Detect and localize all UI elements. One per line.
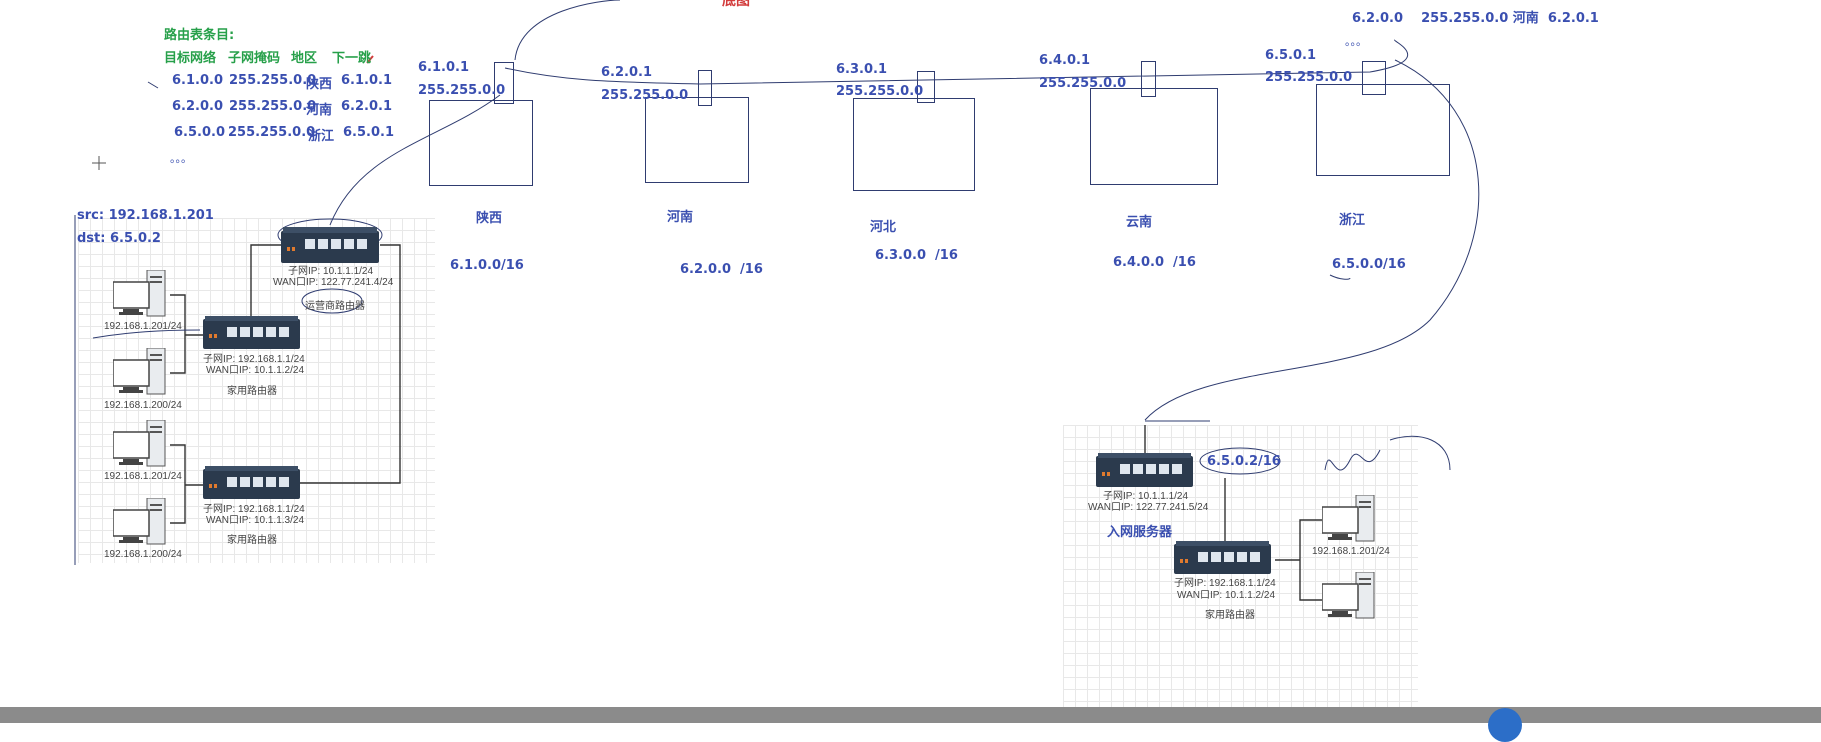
home-router-2-label: 家用路由器 [227, 535, 277, 546]
henan-ip: 6.2.0.1 [601, 65, 652, 80]
isp-router-right-subnet: 子网IP: 10.1.1.1/24 [1103, 491, 1189, 502]
zhejiang-interface [1362, 61, 1386, 95]
yunnan-name: 云南 [1126, 215, 1153, 230]
routing-table-col-region: 地区 [291, 51, 318, 66]
henan-name: 河南 [667, 210, 694, 225]
pc-left-3 [112, 419, 171, 472]
yunnan-interface [1141, 61, 1156, 97]
routing-row-3-region: 浙江 [308, 129, 335, 144]
routing-row-1-region: 陕西 [306, 77, 333, 92]
shaanxi-ip: 6.1.0.1 [418, 60, 469, 75]
pc-left-4-ip: 192.168.1.200/24 [104, 549, 182, 560]
isp-router-right [1096, 453, 1193, 487]
routing-row-2-dest: 6.2.0.0 [172, 99, 223, 114]
routing-table-heading: 路由表条目: [164, 28, 235, 43]
pc-left-3-ip: 192.168.1.201/24 [104, 471, 182, 482]
isp-router-left-subnet: 子网IP: 10.1.1.1/24 [288, 266, 374, 277]
province-box-shaanxi [429, 100, 533, 186]
router-icon [1096, 453, 1193, 487]
shaanxi-interface [494, 62, 514, 104]
routing-table-col-mask: 子网掩码 [228, 51, 281, 66]
computer-icon [112, 269, 166, 317]
yunnan-ip: 6.4.0.1 [1039, 53, 1090, 68]
home-router-2-subnet: 子网IP: 192.168.1.1/24 [203, 504, 305, 515]
yunnan-mask: 255.255.0.0 [1039, 76, 1127, 91]
isp-router-right-label: 入网服务器 [1107, 525, 1173, 540]
home-router-2-wan: WAN口IP: 10.1.1.3/24 [206, 515, 305, 526]
computer-icon [1321, 494, 1375, 542]
home-router-right-label: 家用路由器 [1205, 610, 1255, 621]
pc-right-2 [1321, 571, 1380, 624]
province-box-zhejiang [1316, 84, 1450, 176]
zhejiang-name: 浙江 [1339, 213, 1366, 228]
pc-left-1-ip: 192.168.1.201/24 [104, 321, 182, 332]
home-router-1-subnet: 子网IP: 192.168.1.1/24 [203, 354, 305, 365]
pc-right-1 [1321, 494, 1380, 547]
packet-src: src: 192.168.1.201 [77, 208, 214, 223]
isp-router-left-wan: WAN口IP: 122.77.241.4/24 [273, 277, 394, 288]
isp-router-right-annotation: 6.5.0.2/16 [1207, 454, 1281, 469]
home-router-1-label: 家用路由器 [227, 386, 277, 397]
zhejiang-ip: 6.5.0.1 [1265, 48, 1316, 63]
isp-router-left [281, 227, 379, 263]
hebei-ip: 6.3.0.1 [836, 62, 887, 77]
henan-interface [698, 70, 712, 106]
routing-row-1-dest: 6.1.0.0 [172, 73, 223, 88]
henan-network: 6.2.0.0 /16 [680, 262, 763, 277]
home-router-1 [203, 316, 300, 349]
hebei-network: 6.3.0.0 /16 [875, 248, 958, 263]
packet-dst: dst: 6.5.0.2 [77, 231, 161, 246]
shaanxi-mask: 255.255.0.0 [418, 83, 506, 98]
connection-lines [74, 0, 1480, 601]
routing-row-2-nexthop: 6.2.0.1 [341, 99, 392, 114]
routing-row-3-dest: 6.5.0.0 [174, 125, 225, 140]
home-router-right [1174, 541, 1271, 574]
home-router-2 [203, 466, 300, 499]
router-icon [281, 227, 379, 263]
hebei-name: 河北 [870, 220, 897, 235]
routing-row-1-mask: 255.255.0.0 [229, 73, 317, 88]
home-router-1-wan: WAN口IP: 10.1.1.2/24 [206, 365, 305, 376]
pc-left-2-ip: 192.168.1.200/24 [104, 400, 182, 411]
zhejiang-network: 6.5.0.0/16 [1332, 257, 1406, 272]
computer-icon [112, 347, 166, 395]
zhejiang-mask: 255.255.0.0 [1265, 70, 1353, 85]
routing-row-1-nexthop: 6.1.0.1 [341, 73, 392, 88]
isp-router-left-label: 运营商路由器 [305, 301, 365, 312]
province-box-hebei [853, 98, 975, 191]
routing-table-ellipsis: 。。。 [170, 152, 192, 165]
pc-left-4 [112, 497, 171, 550]
hebei-interface [917, 71, 935, 103]
router-icon [203, 316, 300, 349]
bottom-toolbar [0, 707, 1821, 723]
pc-right-1-ip: 192.168.1.201/24 [1312, 546, 1390, 557]
routing-row-2-region: 河南 [306, 103, 333, 118]
province-box-yunnan [1090, 88, 1218, 185]
top-right-routing-entry: 6.2.0.0 255.255.0.0 河南 6.2.0.1 [1352, 11, 1599, 26]
shaanxi-network: 6.1.0.0/16 [450, 258, 524, 273]
routing-row-3-mask: 255.255.0.0 [228, 125, 316, 140]
province-box-henan [645, 97, 749, 183]
home-router-right-wan: WAN口IP: 10.1.1.2/24 [1177, 590, 1276, 601]
computer-icon [112, 419, 166, 467]
diagram-title-fragment: 底图 [722, 0, 750, 9]
isp-router-right-wan: WAN口IP: 122.77.241.5/24 [1088, 502, 1209, 513]
hebei-mask: 255.255.0.0 [836, 84, 924, 99]
top-right-ellipsis: 。。。 [1345, 35, 1367, 48]
floating-button[interactable] [1488, 708, 1522, 742]
henan-mask: 255.255.0.0 [601, 88, 689, 103]
router-icon [203, 466, 300, 499]
routing-row-2-mask: 255.255.0.0 [229, 99, 317, 114]
computer-icon [1321, 571, 1375, 619]
routing-row-3-nexthop: 6.5.0.1 [343, 125, 394, 140]
router-icon [1174, 541, 1271, 574]
computer-icon [112, 497, 166, 545]
yunnan-network: 6.4.0.0 /16 [1113, 255, 1196, 270]
pc-left-1 [112, 269, 171, 322]
routing-table-col-nexthop: 下一跳 [332, 51, 372, 66]
routing-table-col-destination: 目标网络 [164, 51, 217, 66]
pc-left-2 [112, 347, 171, 400]
shaanxi-name: 陕西 [476, 211, 503, 226]
home-router-right-subnet: 子网IP: 192.168.1.1/24 [1174, 578, 1276, 589]
